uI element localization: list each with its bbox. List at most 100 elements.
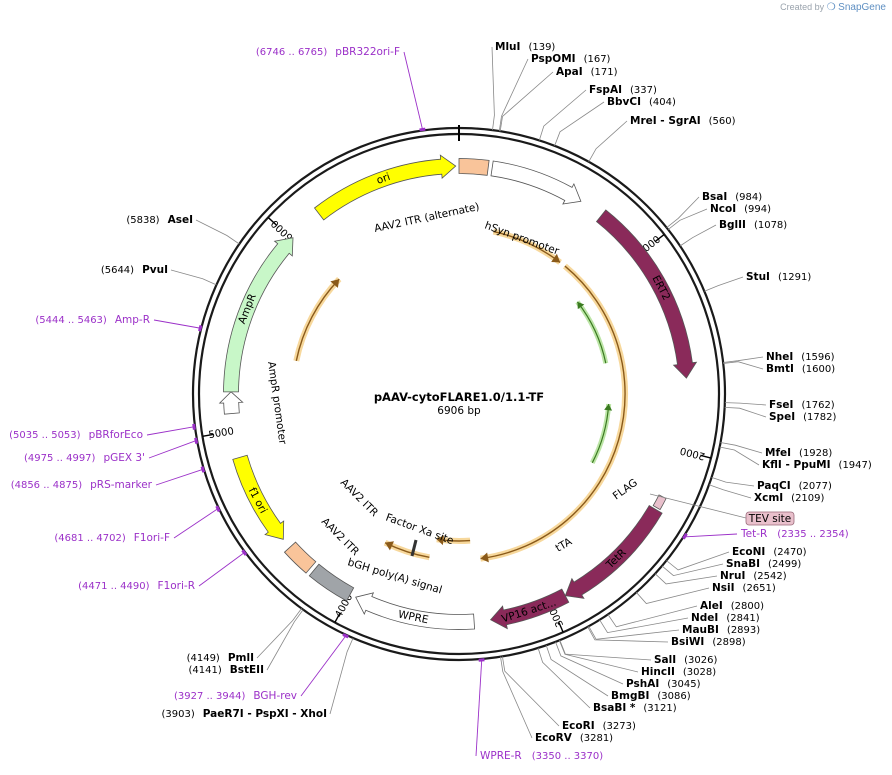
primer-site[interactable]: (4975 .. 4997)pGEX 3' [24, 437, 199, 464]
enzyme-label: BsaBI *(3121) [593, 702, 677, 714]
enzyme-leader-line [559, 640, 652, 661]
primer-name: WPRE-R [480, 750, 522, 762]
enzyme-site[interactable]: NheI(1596) [723, 351, 835, 363]
primer-site[interactable]: (6746 .. 6765)pBR322ori-F [256, 46, 426, 132]
tev-site-box[interactable]: TEV site [649, 493, 795, 526]
enzyme-site[interactable]: MfeI(1928) [720, 442, 833, 460]
enzyme-site[interactable]: BglII(1078) [679, 219, 787, 247]
feature-ori[interactable] [313, 154, 457, 221]
primer-site[interactable]: (4471 .. 4490)F1ori-R [78, 549, 248, 592]
enzyme-position: (560) [709, 116, 736, 127]
enzyme-site[interactable]: PshAI(3045) [555, 641, 701, 690]
enzyme-leader-line [711, 477, 755, 487]
primer-leader-line [155, 469, 203, 486]
enzyme-site[interactable]: PspOMI(167) [498, 53, 611, 132]
feature-aav2-itr[interactable] [283, 541, 317, 574]
enzyme-site[interactable]: KflI - PpuMI(1947) [719, 446, 872, 471]
enzyme-position: (1928) [799, 448, 832, 459]
enzyme-site[interactable]: BmgBI(3086) [545, 645, 691, 702]
enzyme-position: (984) [735, 192, 762, 203]
primer-leader-line [475, 661, 483, 757]
enzyme-leader-line [666, 196, 700, 229]
primer-mark [198, 325, 203, 332]
enzyme-leader-line [554, 101, 605, 146]
primer-site[interactable]: (5035 .. 5053)pBRforEco [9, 423, 196, 441]
green-arrowhead [604, 404, 613, 411]
primer-site[interactable]: WPRE-R(3350 .. 3370) [475, 658, 603, 762]
enzyme-site[interactable]: StuI(1291) [704, 271, 811, 292]
enzyme-site[interactable]: XcmI(2109) [708, 484, 825, 504]
feature-ert2[interactable] [595, 209, 698, 379]
enzyme-position: (1762) [801, 400, 834, 411]
enzyme-site[interactable]: EcoNI(2470) [666, 546, 807, 571]
enzyme-position: (139) [528, 42, 555, 53]
enzyme-site[interactable]: EcoRV(3281) [500, 656, 614, 744]
enzyme-site[interactable]: ApaI(171) [499, 66, 618, 132]
enzyme-site[interactable]: (4149)PmlI [187, 608, 302, 664]
enzyme-site[interactable]: AleI(2800) [607, 600, 764, 628]
credit-brand: SnapGene [838, 2, 886, 13]
enzyme-site[interactable]: PaqCI(2077) [711, 477, 832, 492]
feature-ampr[interactable] [223, 237, 294, 393]
feature-ampr-promoter[interactable] [218, 391, 244, 415]
tick-mark [558, 621, 564, 633]
enzyme-position: (3281) [580, 733, 613, 744]
feature-vp16-act-[interactable] [489, 588, 570, 630]
enzyme-name: NheI [766, 351, 793, 363]
primer-site[interactable]: (4681 .. 4702)F1ori-F [54, 505, 221, 544]
primer-site[interactable]: (5444 .. 5463)Amp-R [35, 314, 203, 332]
enzyme-site[interactable]: FseI(1762) [724, 399, 835, 411]
enzyme-site[interactable]: EcoRI(3273) [502, 656, 636, 732]
enzyme-site[interactable]: MluI (139) [491, 41, 555, 131]
feature-f1-ori[interactable] [232, 454, 285, 540]
primer-leader-line [148, 440, 196, 459]
feature-wpre[interactable] [355, 592, 476, 630]
enzyme-label: EcoNI(2470) [732, 546, 807, 558]
enzyme-name: PshAI [626, 678, 659, 690]
enzyme-label: PshAI(3045) [626, 678, 701, 690]
feature-aav2-itr-alternate-[interactable] [458, 158, 490, 176]
enzyme-site[interactable]: BmtI(1600) [723, 361, 835, 375]
enzyme-site[interactable]: (4141)BstEII [188, 609, 304, 676]
enzyme-position: (5838) [126, 215, 159, 226]
enzyme-site[interactable]: SnaBI(2499) [661, 558, 801, 577]
feature-bgh-poly-a-signal[interactable] [308, 563, 355, 602]
enzyme-label: XcmI(2109) [754, 492, 825, 504]
enzyme-site[interactable]: MreI - SgrAI(560) [588, 115, 736, 162]
enzyme-site[interactable]: (3903)PaeR7I - PspXI - XhoI [162, 637, 354, 720]
enzyme-site[interactable]: NruI(2542) [654, 570, 787, 585]
enzyme-site[interactable]: FspAI(337) [538, 84, 657, 141]
enzyme-site[interactable]: BsaI(984) [666, 191, 763, 229]
feature-flag[interactable] [652, 494, 667, 511]
enzyme-site[interactable]: NcoI(994) [667, 203, 771, 230]
enzyme-site[interactable]: BsiWI(2898) [587, 626, 746, 648]
enzyme-position: (2898) [712, 637, 745, 648]
enzyme-site[interactable]: MauBI(2893) [588, 624, 761, 640]
enzyme-site[interactable]: BsaBI *(3121) [537, 647, 677, 714]
enzyme-label: KflI - PpuMI(1947) [762, 459, 872, 471]
enzyme-site[interactable]: BbvCI(404) [554, 96, 676, 146]
primer-site[interactable]: Tet-R(2335 .. 2354) [682, 528, 849, 540]
primer-site[interactable]: (4856 .. 4875)pRS-marker [11, 466, 206, 491]
enzyme-name: BstEII [230, 664, 264, 676]
enzyme-name: XcmI [754, 492, 783, 504]
enzyme-name: StuI [746, 271, 770, 283]
enzyme-name: ApaI [556, 66, 583, 78]
enzyme-site[interactable]: (5838)AseI [126, 214, 240, 245]
enzyme-name: MluI [495, 41, 520, 53]
enzyme-site[interactable]: NdeI(2841) [599, 612, 760, 634]
green-arrowhead [577, 301, 585, 310]
primer-range: (3927 .. 3944) [174, 691, 246, 702]
feature-hsyn-promoter[interactable] [490, 160, 582, 205]
enzyme-position: (2800) [731, 601, 764, 612]
enzyme-site[interactable]: SpeI(1782) [724, 407, 837, 423]
enzyme-site[interactable]: (5644)PvuI [101, 264, 217, 286]
enzyme-site[interactable]: HincII(3028) [558, 640, 716, 678]
primer-site[interactable]: (3927 .. 3944)BGH-rev [174, 633, 349, 702]
enzyme-label: BsiWI(2898) [671, 636, 746, 648]
enzyme-name: HincII [641, 666, 675, 678]
enzyme-position: (1782) [803, 412, 836, 423]
enzyme-position: (2542) [753, 571, 786, 582]
enzyme-name: MauBI [682, 624, 719, 636]
enzyme-site[interactable]: NsiI(2651) [636, 582, 776, 604]
